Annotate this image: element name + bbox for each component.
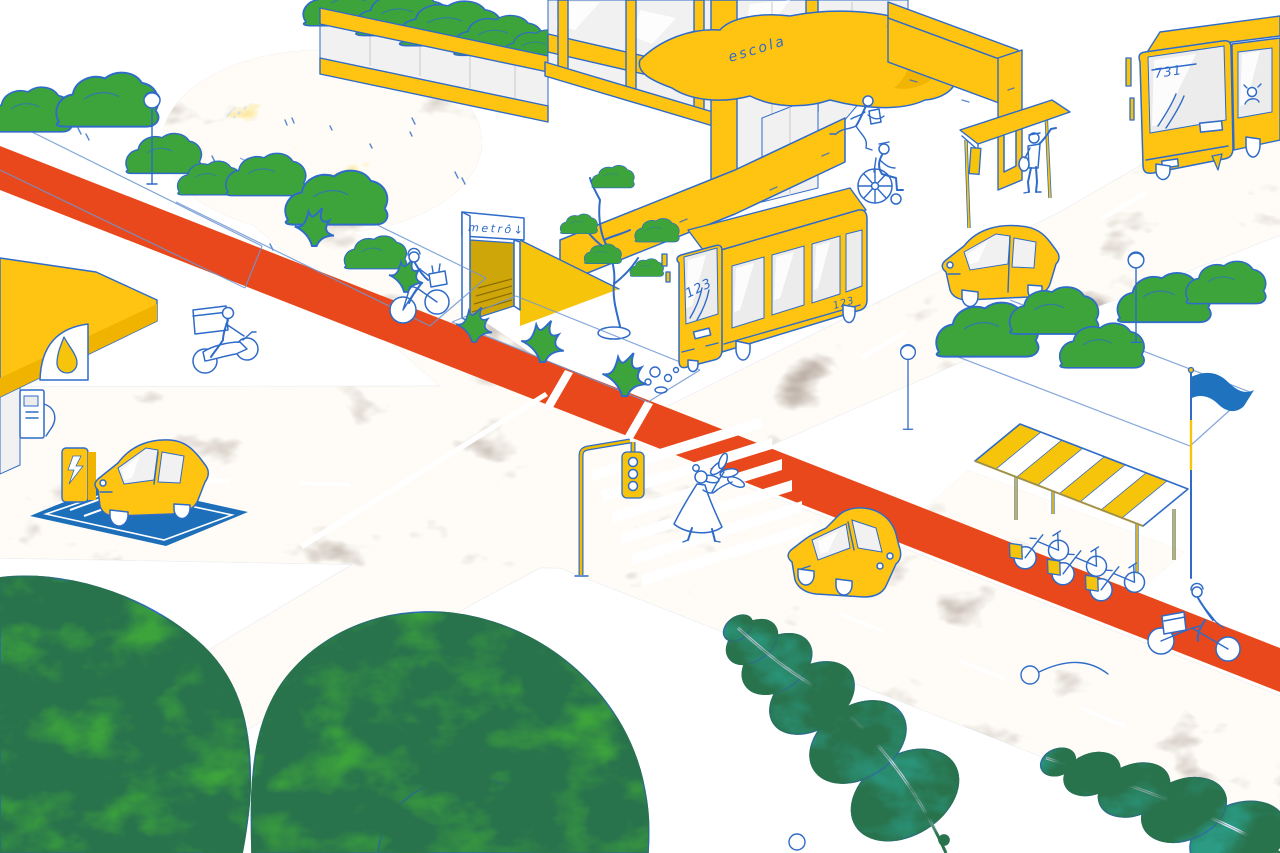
bus2-front-number: 731 [1153, 63, 1183, 82]
bus-passenger [1243, 83, 1262, 105]
decorative-marks [788, 661, 1109, 851]
fern-leaf-small [1039, 747, 1280, 853]
bus-stop [959, 99, 1071, 229]
electric-car [94, 439, 209, 527]
cyclist-upper [389, 247, 450, 324]
taxi-lower [787, 507, 902, 598]
left-planter-strip [0, 71, 263, 289]
waiting-person [1018, 127, 1057, 194]
running-person [829, 95, 885, 151]
flower-person [673, 452, 746, 543]
street-tree [559, 165, 680, 340]
tree-canopy-left [0, 575, 252, 853]
mid-planter-strip [175, 152, 487, 327]
flag-pole [1187, 366, 1254, 579]
bike-shelter-pad [912, 470, 1185, 600]
fuel-drop-icon [56, 336, 78, 374]
bike-lane [0, 146, 1280, 692]
metro-sign-text: metrô↓ [468, 221, 526, 237]
cyclist-lower [1147, 582, 1241, 662]
fern-leaf-large [722, 614, 960, 853]
foreground-foliage [0, 575, 1280, 853]
bike-parking [974, 366, 1254, 604]
gas-station [0, 257, 158, 475]
tree-canopy-small [377, 777, 559, 853]
delivery-motorcyclist [192, 305, 259, 374]
traffic-light [574, 438, 645, 577]
wheelchair-person [857, 141, 904, 205]
metro-planter [451, 295, 701, 403]
city-bus-123: 123 123 [661, 187, 868, 373]
tree-canopy-center [250, 611, 650, 853]
charging-station [61, 447, 115, 503]
ev-charging-spot [30, 439, 248, 546]
striped-canopy [974, 423, 1189, 528]
road-east-west [0, 385, 1280, 851]
city-bus-731: 731 [1125, 15, 1280, 181]
fuel-pump [19, 389, 56, 439]
flag [1191, 372, 1254, 412]
